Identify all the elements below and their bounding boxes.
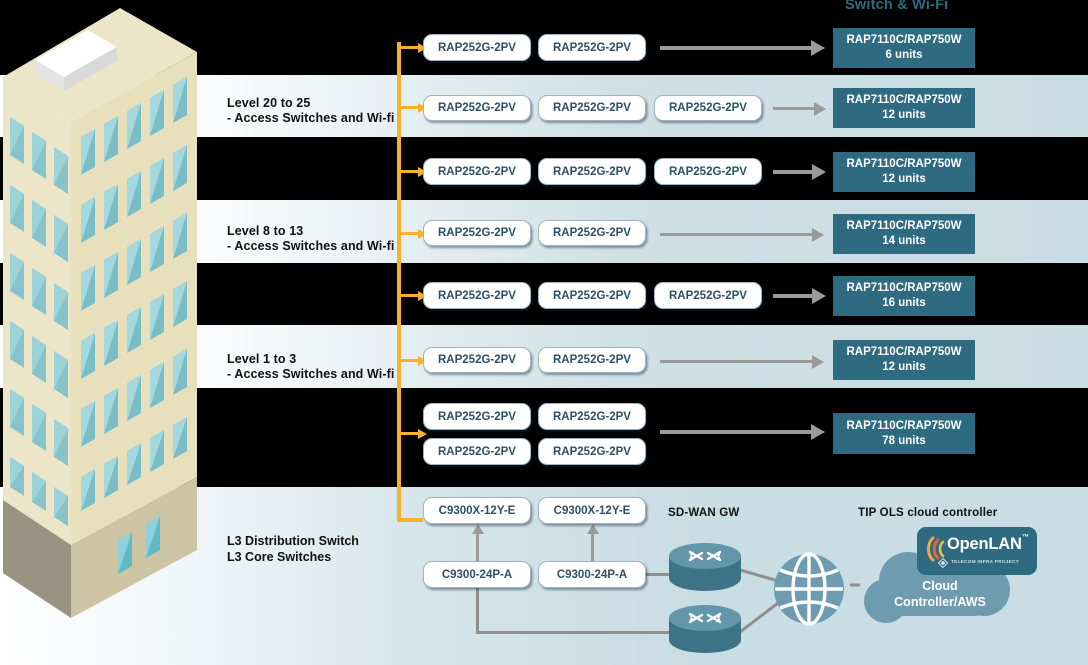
level-label-1-3: Level 1 to 3 - Access Switches and Wi-fi [227,352,394,382]
access-node-r4-c2[interactable]: RAP252G-2PV [538,220,646,246]
uplink-units: 78 units [882,434,926,447]
trunk-branch-arrow-row-1 [399,42,427,53]
access-node-r3-c2[interactable]: RAP252G-2PV [538,158,646,185]
uplink-arrow-row-5 [773,294,813,298]
level-label-line1: Level 20 to 25 [227,96,311,110]
page-title: Switch & Wi-Fi [845,0,949,13]
access-node-r2-c2[interactable]: RAP252G-2PV [538,95,646,121]
access-node-r7-c4[interactable]: RAP252G-2PV [538,438,646,465]
uplink-box-row-1[interactable]: RAP7110C/RAP750W 6 units [833,28,975,68]
access-node-r6-c1[interactable]: RAP252G-2PV [423,347,531,373]
access-node-r5-c2[interactable]: RAP252G-2PV [538,282,646,309]
distribution-switch-1[interactable]: C9300X-12Y-E [423,497,531,524]
level-label-line1: Level 8 to 13 [227,224,304,238]
trunk-branch-arrow-row-4 [399,228,427,239]
cloud-name: Cloud Controller/AWS [865,578,1015,610]
access-node-r2-c3[interactable]: RAP252G-2PV [654,95,762,121]
sdwan-router-icons[interactable] [668,538,758,658]
uplink-box-row-6[interactable]: RAP7110C/RAP750W 12 units [833,340,975,380]
trunk-branch-arrow-row-3 [399,166,427,177]
access-node-r6-c2[interactable]: RAP252G-2PV [538,347,646,373]
core-switch-2[interactable]: C9300-24P-A [538,561,646,588]
office-building-icon [3,8,197,618]
access-node-r2-c1[interactable]: RAP252G-2PV [423,95,531,121]
uplink-model: RAP7110C/RAP750W [846,158,962,170]
level-label-line2: - Access Switches and Wi-fi [227,239,395,253]
core-link-lines [739,568,860,634]
openlan-subtitle: TELECOM INFRA PROJECT [951,559,1019,564]
access-node-r7-c1[interactable]: RAP252G-2PV [423,403,531,430]
openlan-mark-icon [927,536,945,562]
openlan-wordmark: OpenLAN [947,535,1022,553]
uplink-arrow-row-3 [773,170,813,174]
uplink-model: RAP7110C/RAP750W [846,346,962,358]
access-node-r7-c3[interactable]: RAP252G-2PV [423,438,531,465]
uplink-arrow-row-2 [773,107,815,110]
trunk-branch-arrow-row-2 [399,102,427,113]
core-section-label: L3 Distribution Switch L3 Core Switches [227,533,359,565]
uplink-box-row-7[interactable]: RAP7110C/RAP750W 78 units [833,413,975,454]
openlan-logo: OpenLAN ™ TELECOM INFRA PROJECT [917,527,1037,575]
cloud-controller-label: TIP OLS cloud controller [858,507,998,519]
uplink-box-row-2[interactable]: RAP7110C/RAP750W 12 units [833,88,975,128]
level-label-20-25: Level 20 to 25 - Access Switches and Wi-… [227,96,394,126]
access-node-r1-c1[interactable]: RAP252G-2PV [423,34,531,61]
core2-to-router1-link [646,573,686,576]
core1-down-link [476,588,479,634]
trunk-branch-arrow-row-7 [399,428,427,439]
access-node-r3-c1[interactable]: RAP252G-2PV [423,158,531,185]
uplink-model: RAP7110C/RAP750W [846,220,962,232]
core-label-line1: L3 Distribution Switch [227,534,359,548]
uplink-units: 12 units [882,361,926,373]
access-node-r7-c2[interactable]: RAP252G-2PV [538,403,646,430]
uplink-box-row-4[interactable]: RAP7110C/RAP750W 14 units [833,214,975,254]
cloud-name-line2: Controller/AWS [894,595,986,609]
uplink-model: RAP7110C/RAP750W [846,282,962,294]
uplink-units: 14 units [882,235,926,247]
uplink-arrow-row-1 [660,46,812,50]
access-node-r5-c1[interactable]: RAP252G-2PV [423,282,531,309]
tip-diamond-icon [938,558,948,568]
level-label-8-13: Level 8 to 13 - Access Switches and Wi-f… [227,224,394,254]
uplink-units: 12 units [882,109,926,121]
uplink-arrow-row-7 [660,430,812,434]
cloud-name-line1: Cloud [922,579,958,593]
core1-to-router2-link [476,631,688,634]
uplink-box-row-5[interactable]: RAP7110C/RAP750W 16 units [833,276,975,316]
access-node-r4-c1[interactable]: RAP252G-2PV [423,220,531,246]
openlan-trademark: ™ [1022,534,1029,541]
trunk-branch-arrow-row-5 [399,290,427,301]
trunk-foot-connector [397,518,423,522]
uplink-arrow-row-4 [660,233,813,236]
level-label-line2: - Access Switches and Wi-fi [227,367,395,381]
uplink-model: RAP7110C/RAP750W [846,94,962,106]
uplink-model: RAP7110C/RAP750W [846,419,962,432]
core-to-dist-arrow-1 [476,533,479,561]
level-label-line2: - Access Switches and Wi-fi [227,111,395,125]
uplink-model: RAP7110C/RAP750W [846,34,962,46]
uplink-arrow-row-6 [660,360,813,363]
uplink-units: 12 units [882,173,926,185]
core-label-line2: L3 Core Switches [227,550,332,564]
access-node-r3-c3[interactable]: RAP252G-2PV [654,158,762,185]
core-to-dist-arrow-2 [591,533,594,561]
uplink-units: 16 units [882,297,926,309]
uplink-units: 6 units [885,49,923,61]
distribution-switch-2[interactable]: C9300X-12Y-E [538,497,646,524]
level-label-line1: Level 1 to 3 [227,352,297,366]
access-node-r1-c2[interactable]: RAP252G-2PV [538,34,646,61]
core-switch-1[interactable]: C9300-24P-A [423,561,531,588]
trunk-branch-arrow-row-6 [399,355,427,366]
sdwan-label: SD-WAN GW [668,507,740,519]
uplink-box-row-3[interactable]: RAP7110C/RAP750W 12 units [833,152,975,192]
access-node-r5-c3[interactable]: RAP252G-2PV [654,282,762,309]
distribution-trunk-line [397,42,401,522]
globe-icon [774,552,844,626]
